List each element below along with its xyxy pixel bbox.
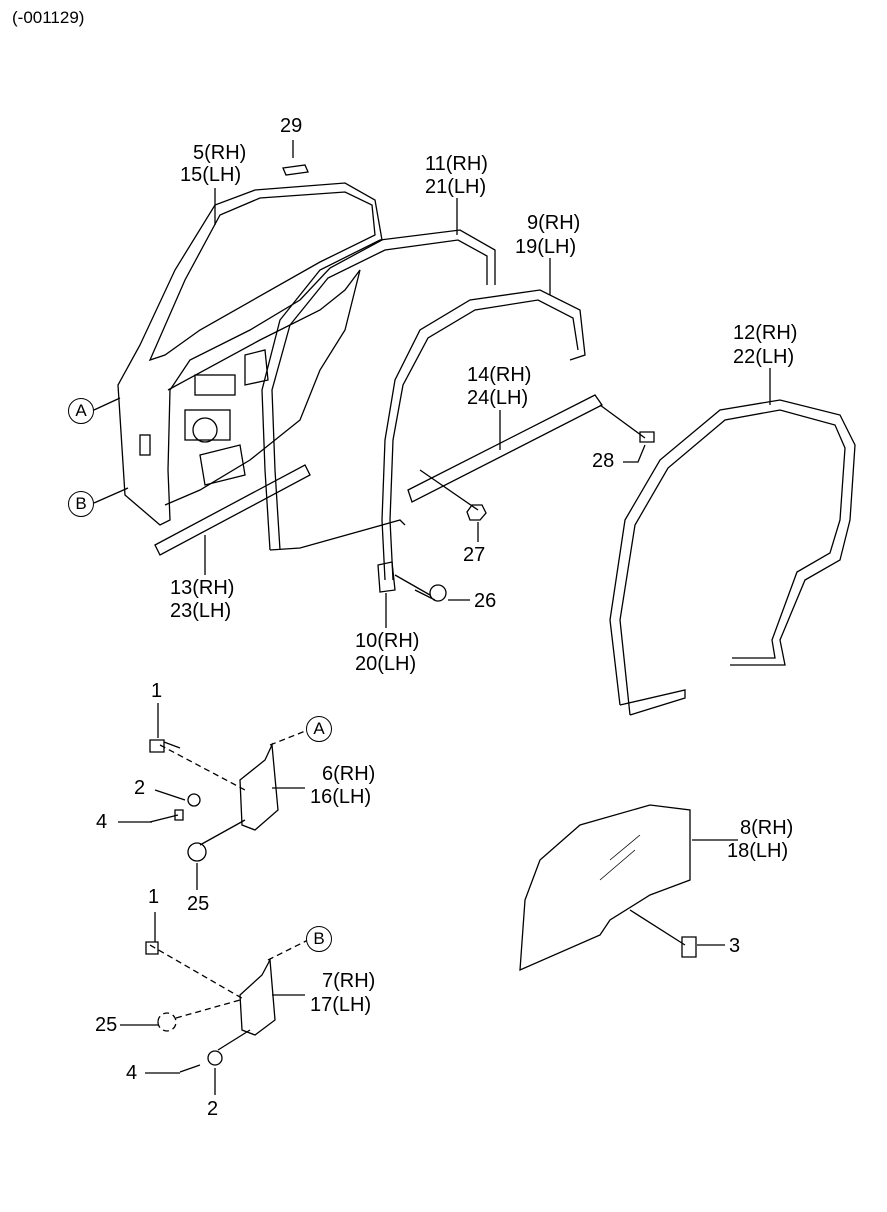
callout-20: 20(LH) — [355, 653, 417, 675]
callout-25-upper: 25 — [187, 893, 210, 915]
callout-15: 15(LH) — [180, 164, 242, 186]
clip-28 — [599, 404, 655, 443]
callout-28: 28 — [592, 450, 615, 472]
callout-22: 22(LH) — [733, 346, 795, 368]
callout-19: 19(LH) — [515, 236, 577, 258]
callout-9: 9(RH) — [527, 212, 581, 234]
ref-circle-a: A — [68, 398, 94, 424]
callout-25-lower: 25 — [95, 1014, 118, 1036]
door-seal-11 — [261, 229, 496, 551]
leader-lines — [93, 140, 771, 1095]
nut-27 — [419, 469, 487, 521]
upper-hinge — [149, 729, 309, 862]
callout-14: 14(RH) — [467, 364, 532, 386]
screw-26 — [394, 574, 447, 602]
callout-21: 21(LH) — [425, 176, 487, 198]
rear-door-panel — [117, 182, 383, 526]
callout-24: 24(LH) — [467, 387, 529, 409]
callout-29: 29 — [280, 115, 303, 137]
callout-10: 10(RH) — [355, 630, 420, 652]
weatherstrip-14 — [407, 394, 603, 503]
callout-7: 7(RH) — [322, 970, 376, 992]
callout-5: 5(RH) — [193, 142, 247, 164]
callout-17: 17(LH) — [310, 994, 372, 1016]
body-seal-12 — [609, 399, 856, 716]
callout-1-upper: 1 — [151, 680, 163, 702]
callout-18: 18(LH) — [727, 840, 789, 862]
callout-2-lower: 2 — [207, 1098, 219, 1120]
callout-26: 26 — [474, 590, 497, 612]
callout-4-upper: 4 — [96, 811, 108, 833]
callout-12: 12(RH) — [733, 322, 798, 344]
run-channel-9 — [381, 289, 586, 581]
clip-29 — [282, 164, 309, 176]
diagram-code: (-001129) — [12, 8, 85, 27]
callout-8: 8(RH) — [740, 817, 794, 839]
lower-hinge — [145, 939, 309, 1073]
ref-circle-b: B — [68, 491, 94, 517]
callout-16: 16(LH) — [310, 786, 372, 808]
callout-13: 13(RH) — [170, 577, 235, 599]
callout-27: 27 — [463, 544, 486, 566]
callout-23: 23(LH) — [170, 600, 232, 622]
callout-11: 11(RH) — [425, 153, 488, 175]
callout-6: 6(RH) — [322, 763, 376, 785]
callout-1-lower: 1 — [148, 886, 160, 908]
ref-circle-a-hinge: A — [306, 716, 332, 742]
run-channel-10 — [377, 561, 396, 593]
callout-2-upper: 2 — [134, 777, 146, 799]
door-glass-8 — [519, 804, 691, 972]
callout-3: 3 — [729, 935, 741, 957]
weatherstrip-13 — [154, 464, 311, 556]
ref-circle-b-hinge: B — [306, 926, 332, 952]
callout-4-lower: 4 — [126, 1062, 138, 1084]
clip-3 — [629, 909, 697, 958]
